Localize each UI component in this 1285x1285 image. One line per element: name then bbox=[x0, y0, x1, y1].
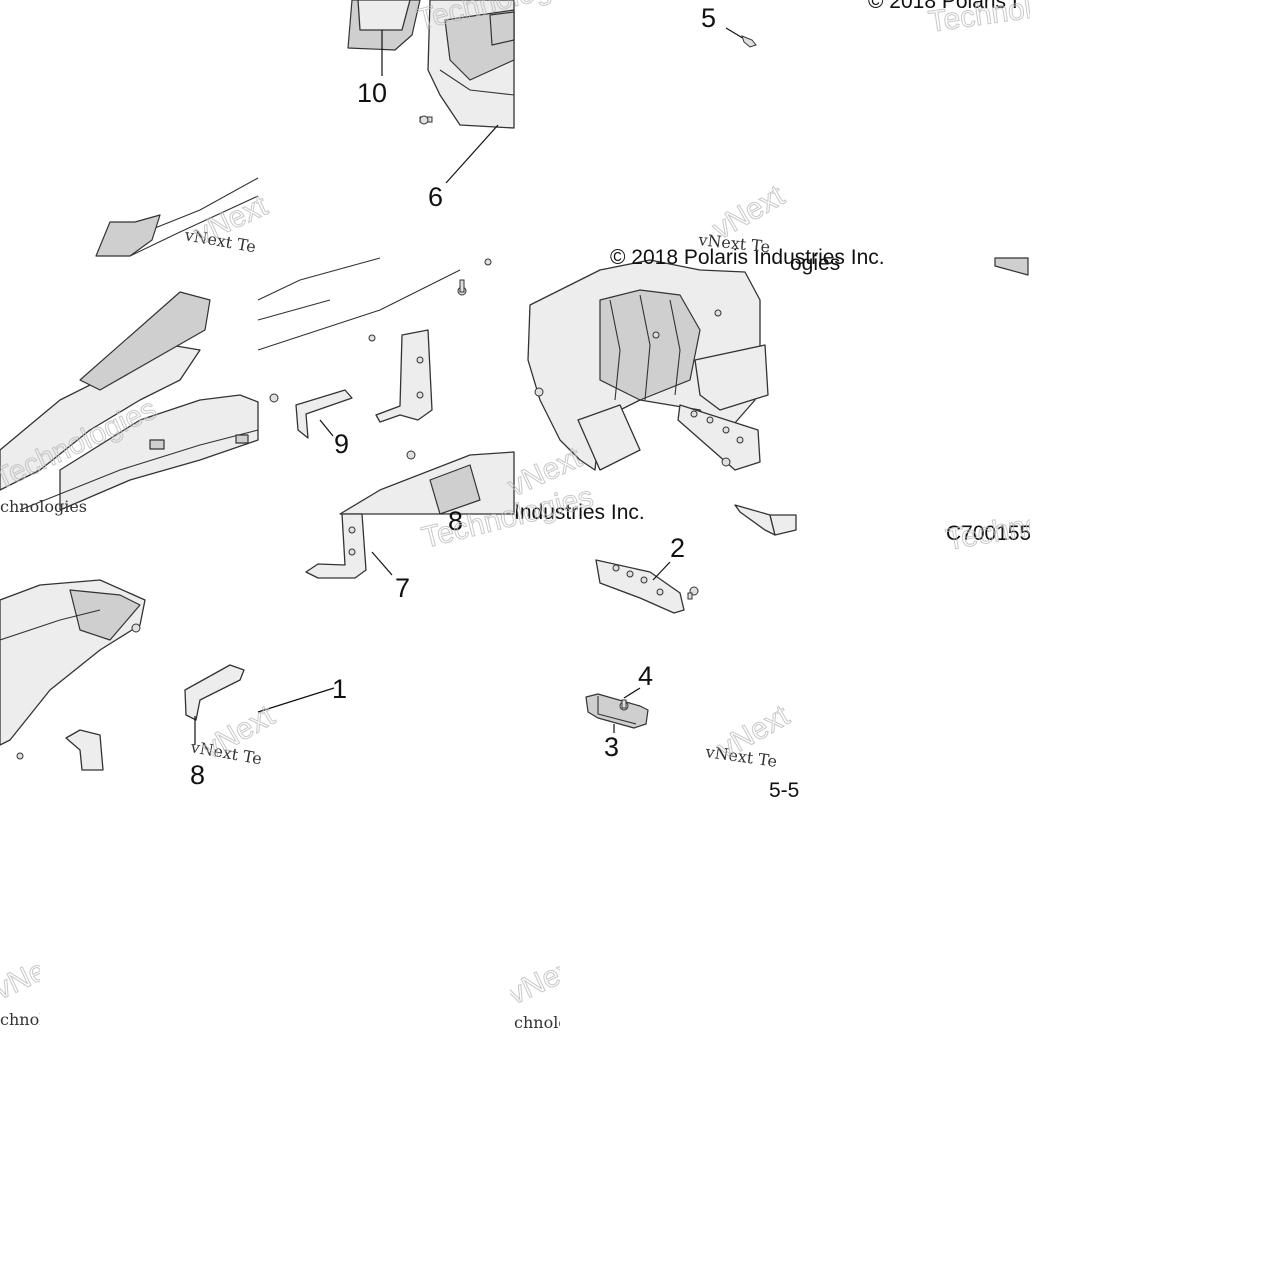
callout-7: 7 bbox=[395, 573, 410, 603]
copyright-mid: © 2018 Polaris Industries Inc. bbox=[610, 246, 885, 269]
callout-labels: 10 6 5 9 8 7 2 1 4 3 8 bbox=[190, 3, 716, 790]
callout-3: 3 bbox=[604, 732, 619, 762]
tile-lower-center bbox=[257, 513, 393, 713]
diagram-text: © 2018 Polaris I © 2018 Polaris Industri… bbox=[514, 0, 1031, 802]
bolt-icon bbox=[534, 309, 731, 467]
copyright-top: © 2018 Polaris I bbox=[868, 0, 1018, 13]
callout-4: 4 bbox=[638, 661, 653, 691]
page-number: 5-5 bbox=[769, 779, 799, 802]
bolt-icon bbox=[687, 586, 699, 600]
part-2-bracket-ghost bbox=[677, 404, 761, 471]
watermark-technologies-small: chnologies bbox=[0, 497, 87, 516]
callout-1: 1 bbox=[332, 674, 347, 704]
callout-9: 9 bbox=[334, 429, 349, 459]
part-number: C700155 bbox=[946, 522, 1031, 545]
tile-middle-left bbox=[0, 291, 259, 511]
part-9-bracket bbox=[295, 389, 353, 439]
bolt-icon bbox=[419, 115, 433, 125]
tile-middle-right bbox=[527, 257, 1029, 536]
part-7-bracket bbox=[305, 513, 367, 579]
tile-lower-right bbox=[585, 559, 699, 733]
tile-lower-left bbox=[0, 579, 245, 771]
part-8-bracket bbox=[375, 329, 433, 423]
callout-8-lower: 8 bbox=[190, 760, 205, 790]
tile-top-right bbox=[725, 27, 757, 48]
bolt-icon bbox=[16, 623, 141, 760]
part-1-bracket bbox=[184, 664, 245, 721]
frame-bracket bbox=[79, 291, 211, 391]
callout-5: 5 bbox=[701, 3, 716, 33]
tile-middle-center bbox=[257, 257, 515, 515]
part-2-bracket bbox=[595, 559, 685, 614]
callout-8-upper: 8 bbox=[448, 506, 463, 536]
part-4-bolt-icon bbox=[619, 699, 629, 711]
tile-top-center bbox=[347, 0, 515, 184]
copyright-mid-overlay: ogies bbox=[790, 252, 840, 275]
part-3-bumper-bar bbox=[585, 693, 649, 729]
tile-top-left bbox=[95, 177, 259, 257]
copyright-lower: Industries Inc. bbox=[514, 501, 645, 524]
callout-6: 6 bbox=[428, 182, 443, 212]
callout-2: 2 bbox=[670, 533, 685, 563]
bolt-icon bbox=[269, 258, 492, 460]
callout-10: 10 bbox=[357, 78, 387, 108]
bolt-icon bbox=[741, 35, 757, 48]
